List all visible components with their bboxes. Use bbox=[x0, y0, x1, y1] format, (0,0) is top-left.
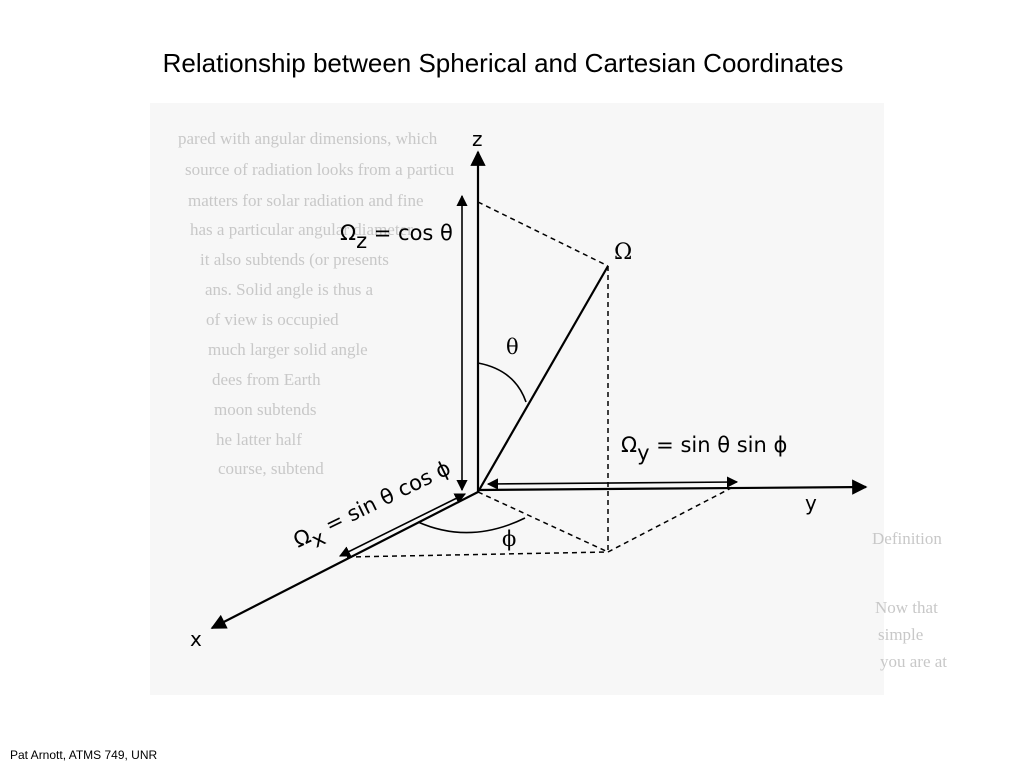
xy-projection-line bbox=[477, 491, 609, 553]
theta-arc bbox=[477, 362, 527, 403]
background-text-line: course, subtend bbox=[218, 459, 324, 478]
phi-arc bbox=[417, 517, 526, 534]
background-text-line: you are at bbox=[880, 652, 948, 671]
background-text-line: much larger solid angle bbox=[208, 340, 368, 359]
phi-label: ϕ bbox=[502, 527, 516, 551]
background-text-line: has a particular angular diameter bbox=[190, 220, 413, 239]
background-text-line: pared with angular dimensions, which bbox=[178, 129, 438, 148]
y-axis-label: y bbox=[805, 491, 817, 515]
omega-z-expression: = cos θ bbox=[367, 221, 453, 245]
background-text-line: Now that bbox=[875, 598, 938, 617]
background-text-line: it also subtends (or presents bbox=[200, 250, 389, 269]
slide-title: Relationship between Spherical and Carte… bbox=[162, 48, 844, 78]
omega-y-equation: Ωy = sin θ sin ϕ bbox=[621, 433, 787, 465]
z-top-to-omega-line bbox=[477, 201, 609, 267]
x-axis-label: x bbox=[190, 627, 202, 651]
omega-vector bbox=[477, 265, 609, 493]
z-axis-label: z bbox=[472, 127, 483, 151]
background-text-line: Definition bbox=[872, 529, 942, 548]
omega-z-subscript: z bbox=[356, 229, 367, 253]
x-component-dash-line bbox=[346, 551, 609, 558]
slide-footer: Pat Arnott, ATMS 749, UNR bbox=[10, 748, 158, 762]
omega-y-symbol: Ω bbox=[621, 433, 637, 457]
y-axis bbox=[477, 479, 868, 495]
projection-lines bbox=[346, 201, 736, 558]
background-text-line: matters for solar radiation and fine bbox=[188, 191, 424, 210]
x-component-bar bbox=[338, 493, 467, 557]
omega-label: Ω bbox=[614, 240, 632, 265]
background-text-line: simple bbox=[878, 625, 924, 644]
theta-label: θ bbox=[506, 335, 519, 359]
background-text-line: moon subtends bbox=[214, 400, 317, 419]
y-component-bar bbox=[486, 476, 739, 490]
background-text-line: source of radiation looks from a particu bbox=[185, 160, 455, 179]
background-text-line: dees from Earth bbox=[212, 370, 321, 389]
background-text-line: ans. Solid angle is thus a bbox=[205, 280, 374, 299]
omega-y-expression: = sin θ sin ϕ bbox=[650, 433, 788, 457]
background-text-line: he latter half bbox=[216, 430, 302, 449]
omega-z-equation: Ωz = cos θ bbox=[340, 221, 453, 253]
y-component-dash-line bbox=[607, 485, 736, 553]
omega-y-subscript: y bbox=[637, 441, 649, 465]
background-text-line: of view is occupied bbox=[206, 310, 339, 329]
omega-z-symbol: Ω bbox=[340, 221, 356, 245]
